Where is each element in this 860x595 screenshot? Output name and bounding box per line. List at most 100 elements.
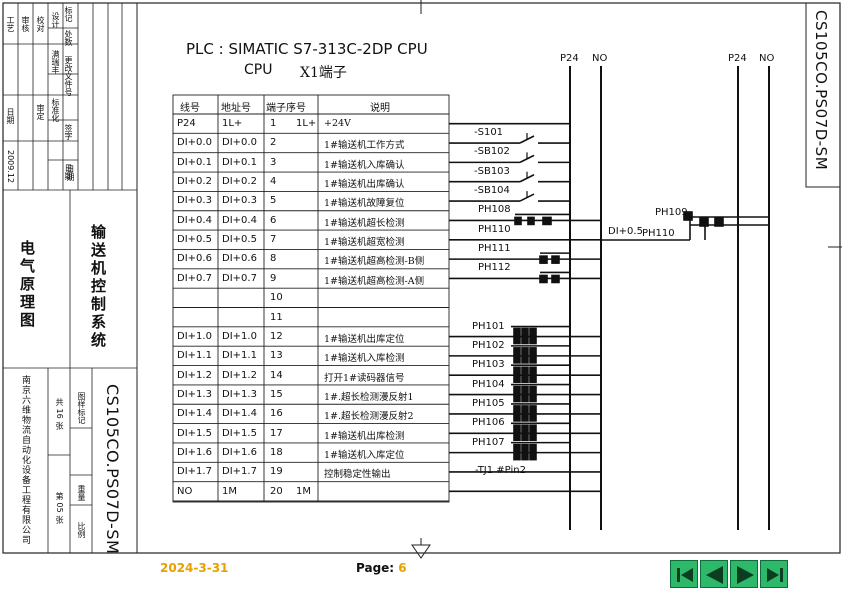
sensor-bottom-label-5: PH106 xyxy=(472,417,505,429)
role-approve: 审定 xyxy=(36,104,45,120)
nav-prev-button[interactable] xyxy=(700,560,728,588)
cell-wire: DI+0.6 xyxy=(177,253,212,265)
nav-next-button[interactable] xyxy=(730,560,758,588)
connector-block xyxy=(521,424,529,442)
role-process: 工艺 xyxy=(6,16,15,32)
sensor-label-0: PH108 xyxy=(478,204,511,216)
cell-terminal: 8 xyxy=(270,253,277,265)
connector-block xyxy=(551,274,560,284)
cell-address: DI+0.7 xyxy=(222,272,257,284)
cell-terminal: 6 xyxy=(270,214,277,226)
doc-code: CS105CO.PS07D-SM xyxy=(103,384,122,555)
connector-block xyxy=(521,327,529,345)
terminal-label: X1端子 xyxy=(300,65,347,81)
cell-wire: DI+1.1 xyxy=(177,350,212,362)
cell-address: DI+1.1 xyxy=(222,350,257,362)
cell-wire: DI+1.2 xyxy=(177,369,212,381)
connector-block xyxy=(513,443,521,461)
connector-block xyxy=(521,405,529,422)
cell-description: 1#输送机超宽检测 xyxy=(324,237,405,249)
cell-wire: DI+0.5 xyxy=(177,234,212,246)
scale-label: 比例 xyxy=(77,522,86,538)
col-terminal: 端子序号 xyxy=(266,103,306,114)
connector-block xyxy=(527,216,535,226)
di-label: DI+0.5 xyxy=(608,226,643,237)
cell-address: DI+1.3 xyxy=(222,388,257,400)
cell-terminal: 16 xyxy=(270,408,283,420)
nav-last-button[interactable] xyxy=(760,560,788,588)
arrow-right-icon xyxy=(737,566,754,584)
sheet-number: 第 05 张 xyxy=(55,492,64,524)
cell-terminal: 12 xyxy=(270,330,283,342)
role-date: 日期 xyxy=(6,108,15,124)
cell-wire: DI+1.7 xyxy=(177,466,212,478)
cell-wire: DI+0.1 xyxy=(177,156,212,168)
cell-wire: NO xyxy=(177,485,193,497)
switch-label-3: -SB104 xyxy=(474,185,510,197)
role-review: 审核 xyxy=(21,16,30,32)
sensor-ph109: PH109 xyxy=(655,207,688,218)
wire xyxy=(519,135,535,144)
cell-description: 打开1#读码器信号 xyxy=(324,372,405,384)
cell-description: 1#输送机故障复位 xyxy=(324,198,405,210)
cell-wire: DI+0.0 xyxy=(177,137,212,149)
cell-terminal: 19 xyxy=(270,466,283,478)
cpu-label: CPU xyxy=(244,62,273,78)
cell-description: 1#输送机超高检测-B侧 xyxy=(324,256,425,268)
connector-block xyxy=(529,327,537,345)
cell-address: DI+1.0 xyxy=(222,330,257,342)
cell-address: DI+1.4 xyxy=(222,408,257,420)
sensor-label-2: PH111 xyxy=(478,243,511,255)
cell-terminal: 11 xyxy=(270,311,283,323)
connector-block xyxy=(513,424,521,442)
cell-wire: DI+0.2 xyxy=(177,176,212,188)
cell-terminal: 15 xyxy=(270,388,283,400)
skip-forward-icon xyxy=(767,568,783,582)
connector-block xyxy=(513,327,521,345)
cell-terminal: 14 xyxy=(270,369,283,381)
sensor-bottom-label-0: PH101 xyxy=(472,320,505,332)
cell-description: 1#输送机超长检测 xyxy=(324,217,405,229)
company-name: 南京六维物流自动化设备工程有限公司 xyxy=(20,375,30,545)
cell-wire: DI+1.3 xyxy=(177,388,212,400)
stage-mark: 图样标记 xyxy=(77,392,86,424)
role-date-2: 日期 xyxy=(66,165,75,181)
rev-header-doc: 更改文件号 xyxy=(64,56,73,96)
wire xyxy=(519,154,535,164)
cell-description: 1#输送机入库确认 xyxy=(324,159,405,171)
cell-description: 控制稳定性输出 xyxy=(324,469,391,481)
cell-wire: DI+0.7 xyxy=(177,272,212,284)
cell-address: DI+1.5 xyxy=(222,427,257,439)
connector-block xyxy=(529,405,537,422)
sheet-total: 共 16 张 xyxy=(55,398,64,430)
cell-address: 1L+ xyxy=(222,118,243,129)
col-description: 说明 xyxy=(370,103,390,114)
cell-description: 1#输送机工作方式 xyxy=(324,140,405,152)
connector-block xyxy=(539,274,548,284)
rail-right-p24: P24 xyxy=(728,53,747,64)
cell-description: 1#输送机超高检测-A侧 xyxy=(324,275,425,287)
nav-first-button[interactable] xyxy=(670,560,698,588)
connector-block xyxy=(521,347,529,364)
connector-block xyxy=(513,366,521,384)
role-standard: 标准化 xyxy=(51,98,60,122)
cell-address: DI+0.2 xyxy=(222,176,257,188)
cell-terminal-name: 1M xyxy=(296,485,311,497)
cell-description: 1#输送机出库确认 xyxy=(324,179,405,191)
cell-terminal: 7 xyxy=(270,234,277,246)
connector-block xyxy=(539,255,548,264)
corner-doc-code: CS105CO.PS07D-SM xyxy=(812,10,830,171)
rail-left-no: NO xyxy=(592,53,608,64)
connector-block xyxy=(521,366,529,384)
sensor-bottom-label-6: PH107 xyxy=(472,436,505,448)
cell-address: DI+0.5 xyxy=(222,234,257,246)
cell-terminal: 20 xyxy=(270,485,283,497)
cell-address: DI+0.0 xyxy=(222,137,257,149)
connector-block xyxy=(521,443,529,461)
sensor-bottom-label-4: PH105 xyxy=(472,397,505,409)
cell-terminal: 2 xyxy=(270,137,277,149)
footer-page: Page: 6 xyxy=(356,561,407,575)
date-value: 2009.12 xyxy=(6,150,15,184)
switch-label-2: -SB103 xyxy=(474,165,510,177)
cell-terminal: 5 xyxy=(270,195,277,207)
